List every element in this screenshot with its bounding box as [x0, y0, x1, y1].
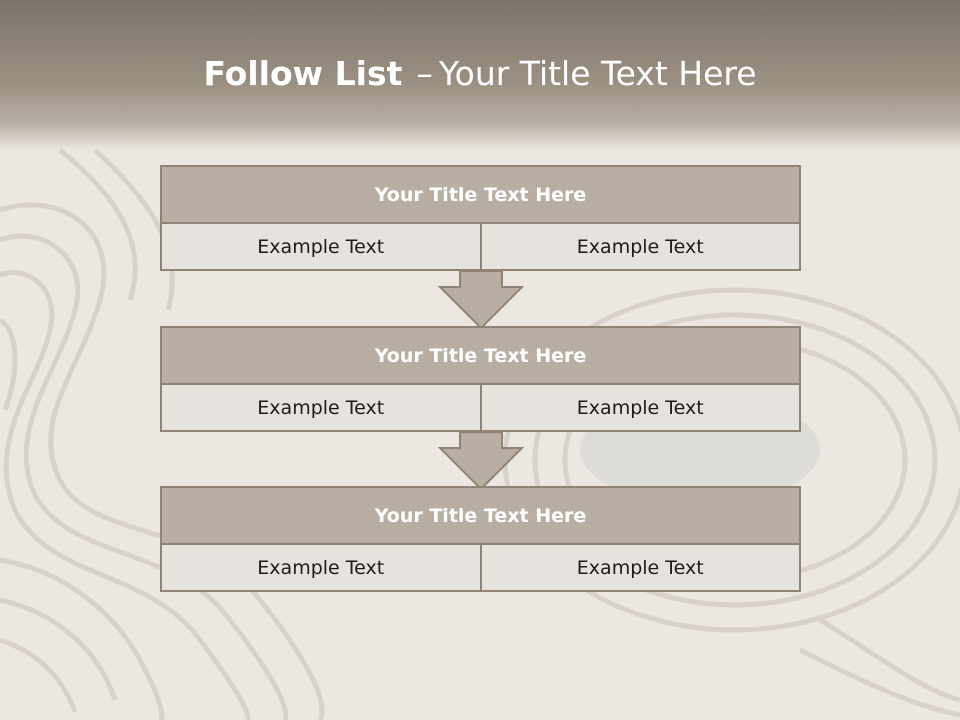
slide-title: Follow List–Your Title Text Here [0, 54, 960, 93]
step-3-row: Example Text Example Text [162, 545, 799, 590]
step-3-cell-left: Example Text [162, 545, 482, 590]
step-3-box: Your Title Text Here Example Text Exampl… [160, 486, 801, 592]
down-arrow-2-icon [438, 431, 524, 491]
slide-title-dash: – [416, 54, 433, 93]
slide-title-bold: Follow List [203, 54, 403, 93]
header-band [0, 0, 960, 150]
step-1-cell-right: Example Text [481, 224, 799, 269]
step-1-cell-left: Example Text [162, 224, 482, 269]
step-2-row: Example Text Example Text [162, 385, 799, 430]
step-2-cell-left: Example Text [162, 385, 482, 430]
step-1-row: Example Text Example Text [162, 224, 799, 269]
slide-title-rest: Your Title Text Here [438, 54, 757, 93]
step-2-box: Your Title Text Here Example Text Exampl… [160, 326, 801, 432]
step-3-cell-right: Example Text [481, 545, 799, 590]
step-3-title: Your Title Text Here [162, 488, 799, 545]
step-2-cell-right: Example Text [481, 385, 799, 430]
down-arrow-1-icon [438, 270, 524, 330]
step-1-title: Your Title Text Here [162, 167, 799, 224]
step-1-box: Your Title Text Here Example Text Exampl… [160, 165, 801, 271]
step-2-title: Your Title Text Here [162, 328, 799, 385]
